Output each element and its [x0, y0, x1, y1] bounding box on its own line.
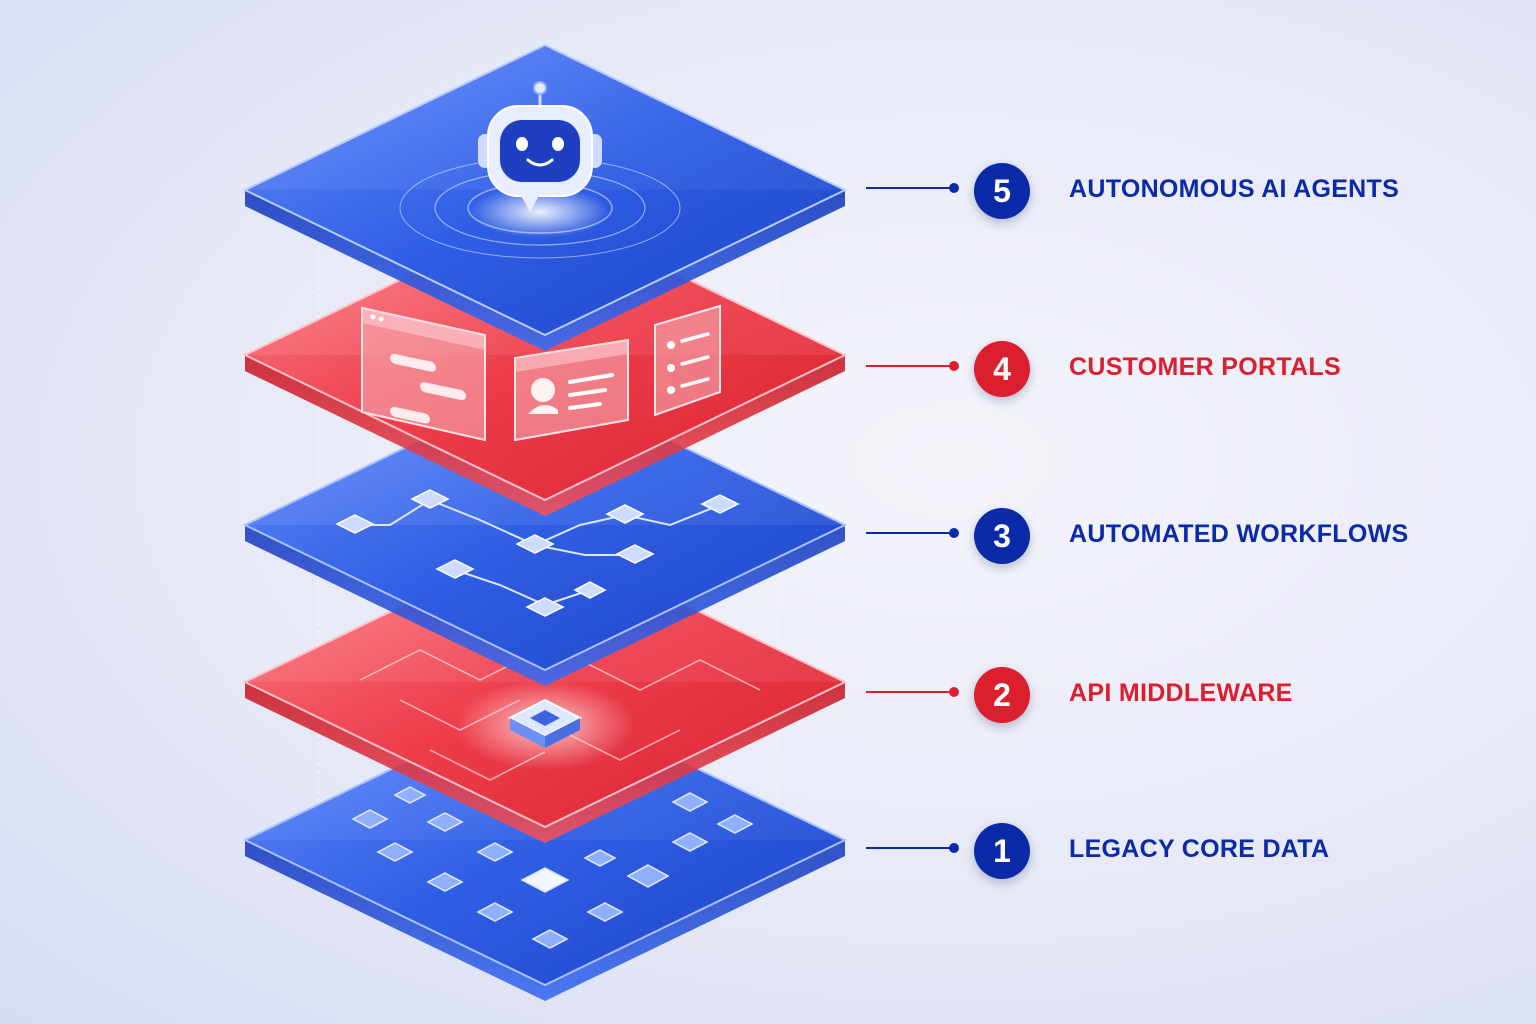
connector-line: [866, 847, 954, 849]
connector-dot: [949, 183, 959, 193]
layer-number-badge: 3: [974, 508, 1030, 564]
layer-5-platform: [242, 43, 848, 351]
legend-row-1: 1 LEGACY CORE DATA: [866, 823, 1466, 879]
layer-label: CUSTOMER PORTALS: [1069, 353, 1341, 381]
layer-number-badge: 5: [974, 163, 1030, 219]
list-window-icon: [654, 304, 721, 417]
connector-line: [866, 532, 954, 534]
layer-number-badge: 4: [974, 341, 1030, 397]
layer-label: API MIDDLEWARE: [1069, 679, 1293, 707]
connector-dot: [949, 687, 959, 697]
circuit-chip-icon: [507, 698, 583, 748]
profile-window-icon: [514, 338, 629, 442]
layer-label: AUTONOMOUS AI AGENTS: [1069, 175, 1400, 203]
layer-label: AUTOMATED WORKFLOWS: [1069, 520, 1409, 548]
data-block-icons: [351, 786, 754, 949]
legend-row-3: 3 AUTOMATED WORKFLOWS: [866, 508, 1466, 564]
vertical-guide-lines: [317, 210, 779, 850]
connector-line: [866, 187, 954, 189]
connector-line: [866, 691, 954, 693]
robot-chat-icon: [478, 81, 602, 212]
layer-4-platform: [242, 208, 848, 516]
chat-window-icon: [361, 306, 486, 442]
layer-label: LEGACY CORE DATA: [1069, 835, 1330, 863]
workflow-node-icons: [335, 489, 740, 617]
legend-row-5: 5 AUTONOMOUS AI AGENTS: [866, 163, 1466, 219]
portal-window-icons: [361, 304, 721, 442]
connector-dot: [949, 843, 959, 853]
layer-number-badge: 1: [974, 823, 1030, 879]
layer-3-platform: [242, 378, 848, 686]
connector-dot: [949, 528, 959, 538]
legend-row-4: 4 CUSTOMER PORTALS: [866, 341, 1466, 397]
legend-row-2: 2 API MIDDLEWARE: [866, 667, 1466, 723]
connector-line: [866, 365, 954, 367]
layer-number-badge: 2: [974, 667, 1030, 723]
connector-dot: [949, 361, 959, 371]
